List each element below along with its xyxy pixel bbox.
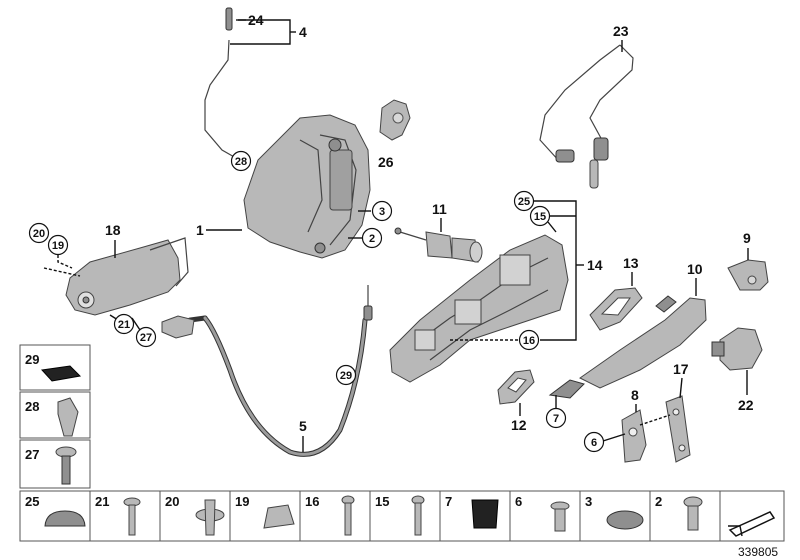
side-cell-27: 27 — [19, 439, 91, 489]
circled-ref-7: 7 — [545, 395, 567, 429]
svg-text:15: 15 — [375, 494, 389, 509]
svg-text:7: 7 — [445, 494, 452, 509]
callout-13: 13 — [623, 255, 639, 271]
circled-ref-29: 29 — [335, 364, 357, 386]
callout-22: 22 — [738, 397, 754, 413]
part-11-lock-cylinder — [394, 227, 483, 263]
callout-1: 1 — [196, 222, 204, 238]
bottom-cell-21: 21 — [89, 490, 161, 542]
reference-number: 339805 — [738, 545, 778, 559]
bottom-cell-19: 19 — [229, 490, 301, 542]
svg-text:6: 6 — [515, 494, 522, 509]
bottom-cell-arrow — [719, 490, 785, 542]
part-18-handle-cover — [65, 237, 189, 316]
circled-ref-16: 16 — [450, 329, 540, 351]
circled-ref-25: 25 — [513, 190, 535, 212]
callout-14: 14 — [587, 257, 603, 273]
callout-26: 26 — [378, 154, 394, 170]
svg-text:20: 20 — [165, 494, 179, 509]
bottom-cell-16: 16 — [299, 490, 371, 542]
callout-5: 5 — [299, 418, 307, 434]
svg-text:19: 19 — [235, 494, 249, 509]
bottom-cell-3: 3 — [579, 490, 651, 542]
callout-8: 8 — [631, 387, 639, 403]
bracket-14 — [534, 200, 577, 341]
svg-text:3: 3 — [379, 206, 385, 218]
svg-text:29: 29 — [25, 352, 39, 367]
callout-4: 4 — [299, 24, 307, 40]
circled-ref-6: 6 — [583, 431, 626, 453]
circled-ref-20: 20 — [28, 222, 50, 244]
svg-text:25: 25 — [518, 196, 530, 208]
circled-ref-27: 27 — [131, 317, 157, 348]
part-8-bracket — [621, 409, 647, 463]
callout-9: 9 — [743, 230, 751, 246]
circled-ref-15: 15 — [529, 205, 551, 227]
svg-text:3: 3 — [585, 494, 592, 509]
bottom-cell-7: 7 — [439, 490, 511, 542]
side-cell-28: 28 — [19, 391, 91, 439]
circled-ref-19: 19 — [43, 234, 81, 277]
circled-ref-28: 28 — [230, 150, 252, 172]
svg-text:28: 28 — [235, 156, 247, 168]
circled-ref-2: 2 — [348, 227, 383, 249]
circled-ref-3: 3 — [358, 200, 393, 222]
svg-text:29: 29 — [340, 370, 352, 382]
svg-text:21: 21 — [118, 319, 130, 331]
callout-17: 17 — [673, 361, 689, 377]
part-5-cable — [161, 285, 373, 457]
svg-text:21: 21 — [95, 494, 109, 509]
part-26-cap — [379, 99, 411, 141]
callout-12: 12 — [511, 417, 527, 433]
callout-10: 10 — [687, 261, 703, 277]
svg-text:2: 2 — [655, 494, 662, 509]
callout-23: 23 — [613, 23, 629, 39]
side-cell-29: 29 — [19, 344, 91, 391]
bottom-cell-15: 15 — [369, 490, 441, 542]
svg-text:7: 7 — [553, 413, 559, 425]
part-23-cable — [539, 44, 634, 189]
part-12-gasket — [497, 369, 535, 405]
callout-11: 11 — [432, 201, 447, 217]
bottom-cell-25: 25 — [19, 490, 91, 542]
part-14-carrier — [389, 234, 569, 383]
part-13-gasket — [589, 287, 643, 331]
part-22-cap — [711, 327, 763, 371]
part-1-door-lock — [243, 114, 371, 259]
bottom-cell-6: 6 — [509, 490, 581, 542]
svg-text:15: 15 — [534, 211, 546, 223]
svg-text:25: 25 — [25, 494, 39, 509]
part-24-rod — [204, 7, 237, 159]
svg-text:16: 16 — [523, 335, 535, 347]
callout-18: 18 — [105, 222, 121, 238]
svg-text:19: 19 — [52, 240, 64, 252]
svg-text:27: 27 — [25, 447, 39, 462]
part-17-plate — [639, 395, 691, 463]
svg-text:28: 28 — [25, 399, 39, 414]
svg-text:20: 20 — [33, 228, 45, 240]
svg-text:2: 2 — [369, 233, 375, 245]
svg-text:16: 16 — [305, 494, 319, 509]
part-9-cap — [727, 259, 769, 291]
svg-text:6: 6 — [591, 437, 597, 449]
bottom-cell-2: 2 — [649, 490, 721, 542]
part-10-outer-handle — [548, 295, 707, 399]
circled-ref-21: 21 — [109, 313, 135, 335]
bottom-cell-20: 20 — [159, 490, 231, 542]
svg-text:27: 27 — [140, 332, 152, 344]
